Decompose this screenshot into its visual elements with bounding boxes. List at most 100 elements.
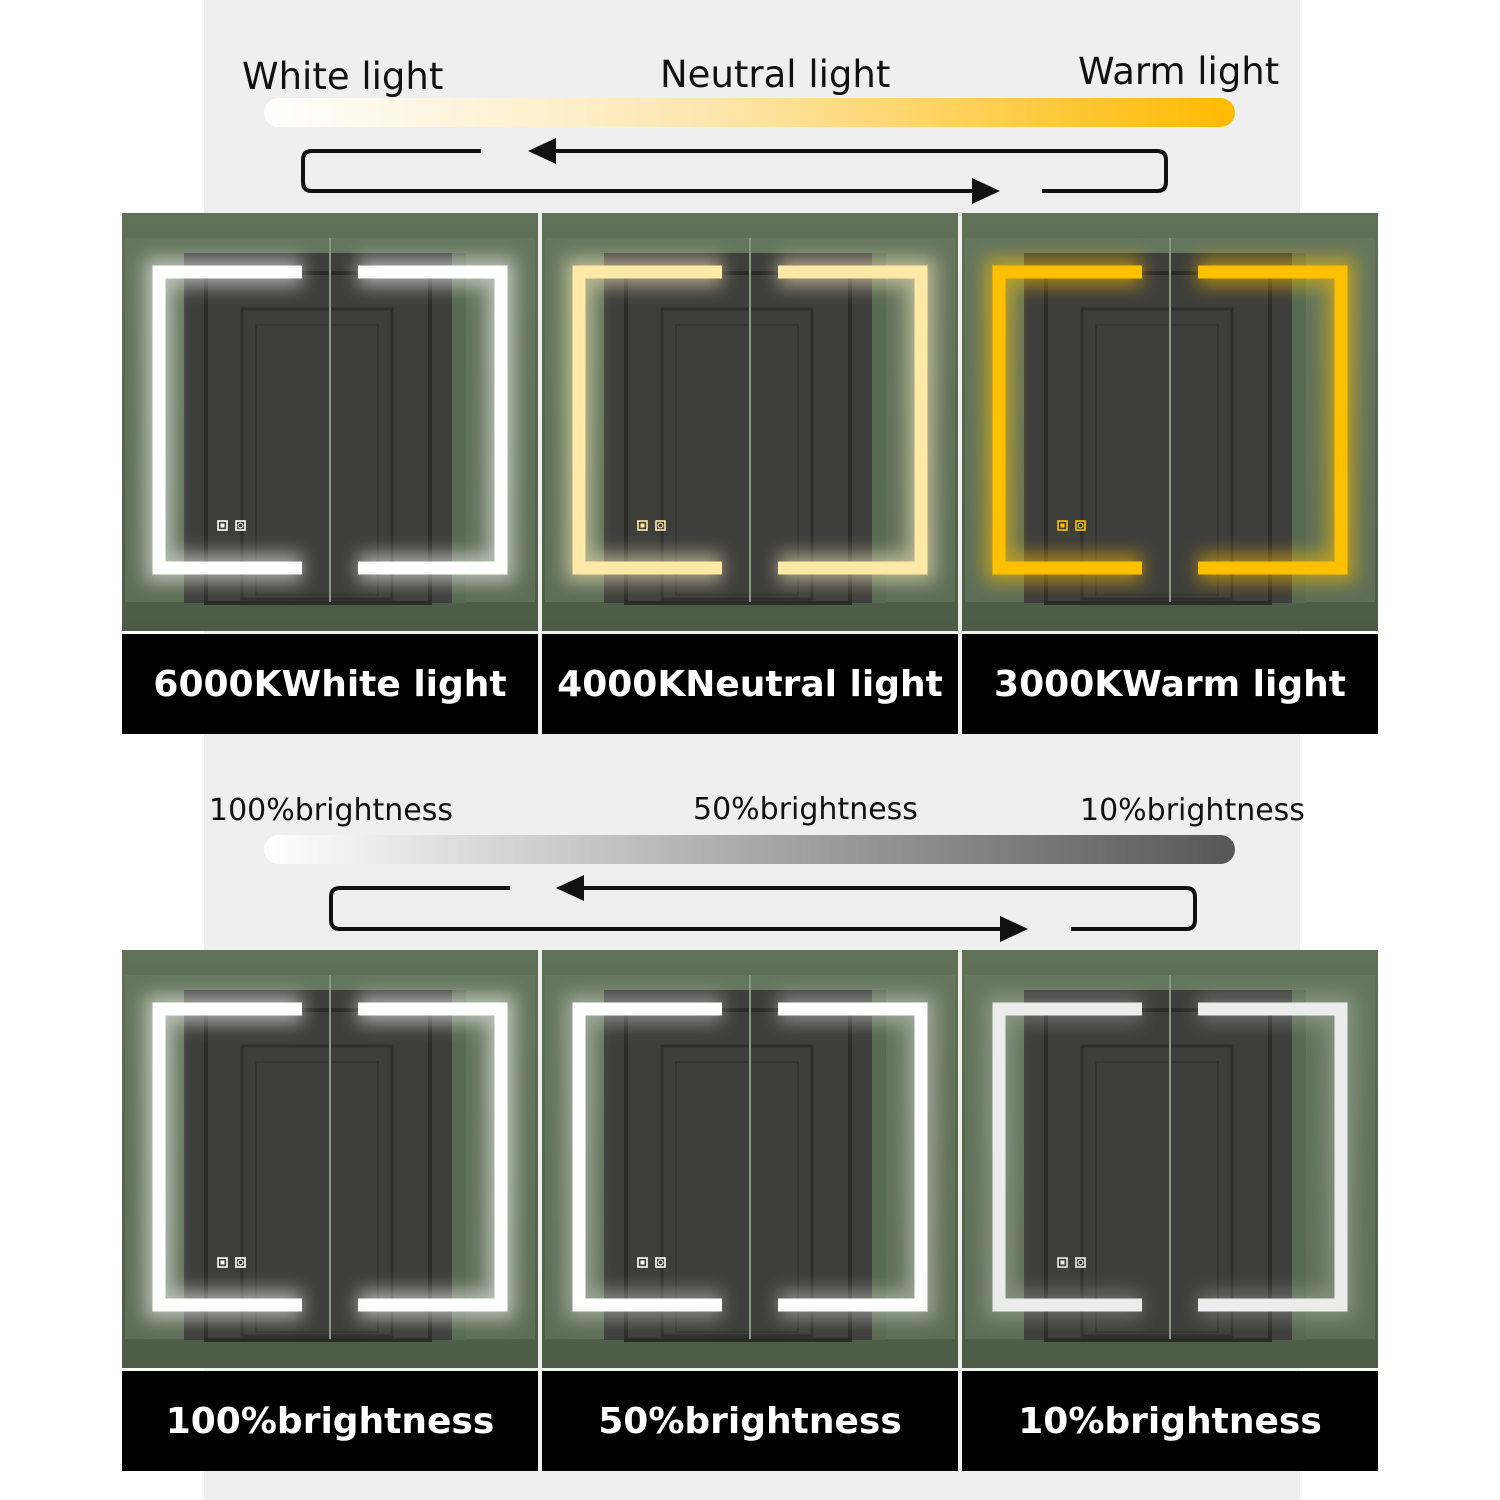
arrow-left-icon <box>556 875 584 901</box>
door-frame-line <box>1044 1008 1272 1342</box>
defog-button-circle-icon <box>1077 1259 1084 1266</box>
led-strip-left <box>992 265 1142 575</box>
wall-strip <box>1292 990 1306 1340</box>
color-temperature-panels: 6000KWhite light 4000KNeutral light 3000… <box>122 213 1379 735</box>
led-strips <box>152 1002 508 1312</box>
arrow-left-icon <box>528 138 556 164</box>
defog-button-icon <box>1075 520 1086 531</box>
led-strips <box>992 1002 1348 1312</box>
defog-button-circle-icon <box>657 522 664 529</box>
caption-6000k: 6000KWhite light <box>122 634 538 734</box>
door-inner-molding <box>675 1061 799 1333</box>
led-strip-left <box>152 1002 302 1312</box>
gradient-label-warm: Warm light <box>1078 50 1280 93</box>
defog-button-icon <box>235 520 246 531</box>
mirror-panel-100 <box>122 950 538 1368</box>
door-inner-panel <box>240 1044 394 1338</box>
led-strips <box>152 265 508 575</box>
door-frame-line <box>1044 271 1272 605</box>
touch-button-icon <box>217 1257 228 1268</box>
defog-button-circle-icon <box>237 1259 244 1266</box>
touch-button-dot-icon <box>1060 1260 1065 1265</box>
door-frame-line <box>624 271 852 605</box>
wall-strip <box>452 253 466 603</box>
touch-button-dot-icon <box>220 1260 225 1265</box>
arrow-right-icon <box>972 178 1000 204</box>
door-frame-line <box>204 271 432 605</box>
cycle-arrow-loop <box>329 886 1197 931</box>
door-reflection <box>604 990 872 1340</box>
door-reflection <box>1024 253 1292 603</box>
mirror-panel-10 <box>962 950 1378 1368</box>
door-frame-line <box>204 1008 432 1342</box>
led-strips <box>992 265 1348 575</box>
mirror-panel-50 <box>542 950 958 1368</box>
door-reflection <box>604 253 872 603</box>
led-strips <box>572 265 928 575</box>
touch-button-icon <box>1057 520 1068 531</box>
defog-button-circle-icon <box>1077 522 1084 529</box>
led-strip-right <box>358 265 508 575</box>
color-temperature-section: White light Neutral light Warm light 600… <box>0 0 1500 740</box>
gradient-label-white: White light <box>242 55 444 98</box>
brightness-panels: 100%brightness 50%brightness 10%brightne… <box>122 950 1379 1474</box>
caption-50: 50%brightness <box>542 1371 958 1471</box>
door-inner-panel <box>1080 307 1234 601</box>
wall-strip <box>872 253 886 603</box>
cycle-arrow-loop <box>301 149 1168 193</box>
cycle-arrows <box>301 138 1168 204</box>
color-temperature-gradient-bar <box>264 98 1235 127</box>
door-inner-panel <box>1080 1044 1234 1338</box>
touch-button-icon <box>637 1257 648 1268</box>
caption-3000k: 3000KWarm light <box>962 634 1378 734</box>
touch-button-icon <box>637 520 648 531</box>
door-inner-molding <box>255 324 379 596</box>
wall-strip <box>452 990 466 1340</box>
door-inner-molding <box>1095 324 1219 596</box>
mirror-panel-neutral <box>542 213 958 631</box>
door-inner-panel <box>660 307 814 601</box>
led-strip-left <box>572 1002 722 1312</box>
defog-button-icon <box>1075 1257 1086 1268</box>
door-reflection <box>1024 990 1292 1340</box>
touch-button-icon <box>1057 1257 1068 1268</box>
defog-button-circle-icon <box>657 1259 664 1266</box>
led-strip-right <box>1198 1002 1348 1312</box>
gradient-label-100: 100%brightness <box>209 793 454 828</box>
led-strip-right <box>778 1002 928 1312</box>
mirror-cabinet-illustration <box>542 213 958 631</box>
led-strip-right <box>358 1002 508 1312</box>
wall-strip <box>872 990 886 1340</box>
led-strip-right <box>778 265 928 575</box>
mirror-cabinet-illustration <box>122 213 538 631</box>
cycle-arrows-brightness <box>329 875 1197 942</box>
touch-button-dot-icon <box>220 523 225 528</box>
mirror-cabinet-illustration <box>962 950 1378 1368</box>
mirror-panel-white <box>122 213 538 631</box>
door-reflection <box>184 990 452 1340</box>
gradient-label-50: 50%brightness <box>693 792 918 827</box>
door-frame-line <box>624 1008 852 1342</box>
gradient-label-10: 10%brightness <box>1080 793 1305 828</box>
arrow-right-icon <box>1000 916 1028 942</box>
caption-10: 10%brightness <box>962 1371 1378 1471</box>
touch-button-icon <box>217 520 228 531</box>
touch-button-dot-icon <box>1060 523 1065 528</box>
led-strip-left <box>152 265 302 575</box>
defog-button-icon <box>235 1257 246 1268</box>
door-inner-molding <box>675 324 799 596</box>
caption-4000k: 4000KNeutral light <box>542 634 958 734</box>
defog-button-icon <box>655 520 666 531</box>
led-strip-left <box>572 265 722 575</box>
touch-button-dot-icon <box>640 1260 645 1265</box>
door-reflection <box>184 253 452 603</box>
led-strip-left <box>992 1002 1142 1312</box>
defog-button-circle-icon <box>237 522 244 529</box>
defog-button-icon <box>655 1257 666 1268</box>
mirror-cabinet-illustration <box>962 213 1378 631</box>
gradient-label-neutral: Neutral light <box>660 53 891 96</box>
door-inner-panel <box>240 307 394 601</box>
door-inner-molding <box>1095 1061 1219 1333</box>
wall-strip <box>1292 253 1306 603</box>
led-strips <box>572 1002 928 1312</box>
